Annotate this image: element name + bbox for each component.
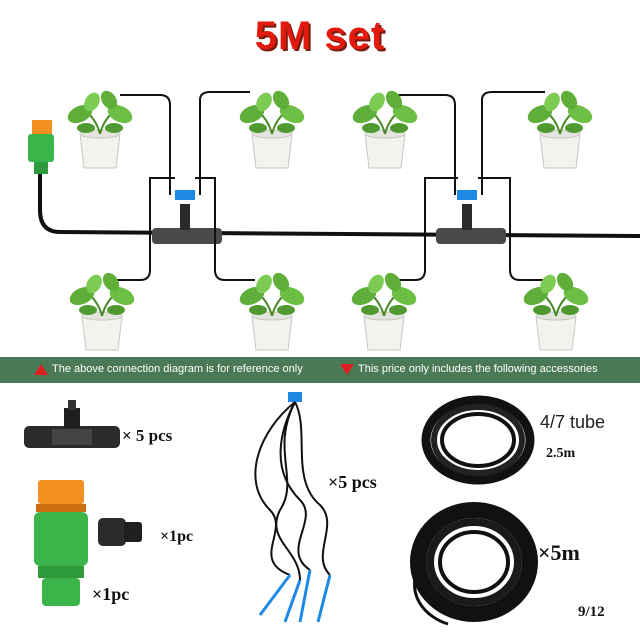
plant-pot-icon [63,86,137,169]
connection-diagram [28,86,640,351]
tee-connector-icon [152,190,222,244]
faucet-connector-icon [28,120,54,174]
end-plug-icon [98,518,142,546]
faucet-connector-icon [34,480,88,606]
plant-pot-icon [235,86,309,169]
down-triangle-icon [340,364,354,375]
tee-quantity-label: × 5 pcs [122,426,173,445]
warning-triangle-icon [34,364,48,375]
plant-pot-icon [347,268,421,351]
dripper-quantity-label: ×5 pcs [328,472,377,492]
tube-coil-icon [410,502,538,626]
plant-pot-icon [235,268,309,351]
banner-right-text: This price only includes the following a… [358,363,598,375]
page-title: 5M set [254,14,386,58]
info-banner [0,357,640,383]
tube-name-label: 4/7 tube [540,412,606,432]
faucet-connector-quantity-label: ×1pc [92,584,130,604]
tube-small-length-label: 2.5m [546,446,576,461]
plant-pot-icon [523,86,597,169]
tube-coil-icon [421,395,535,485]
tube-large-quantity-label: ×5m [538,540,580,565]
plant-pot-icon [348,86,422,169]
dripper-icon [254,392,332,623]
plant-pot-icon [519,268,593,351]
end-plug-quantity-label: ×1pc [160,528,194,545]
plant-pot-icon [65,268,139,351]
tee-connector-icon [24,400,120,448]
banner-left-text: The above connection diagram is for refe… [52,363,303,375]
page-number: 9/12 [578,604,605,620]
tee-connector-icon [436,190,506,244]
